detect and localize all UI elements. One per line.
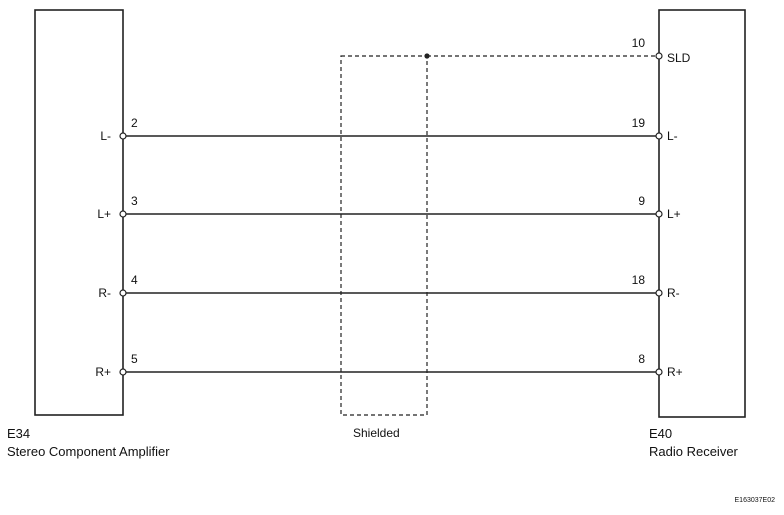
right-signal-label: L+ <box>667 207 681 221</box>
right-pin-number: 19 <box>632 116 646 130</box>
left-signal-label: R- <box>98 286 111 300</box>
wire-group: L- 2 19L- L+ 3 9L+ R- 4 18R- R+ 5 8R+ <box>95 116 682 379</box>
amplifier-box <box>34 9 124 416</box>
right-pin-terminal <box>655 210 663 218</box>
right-pin-number: 18 <box>632 273 646 287</box>
left-pin-number: 5 <box>131 352 138 366</box>
right-signal-label: R+ <box>667 365 683 379</box>
left-signal-label: L- <box>100 129 111 143</box>
shield-pin-terminal <box>655 52 663 60</box>
left-pin-terminal <box>119 210 127 218</box>
left-pin-terminal <box>119 289 127 297</box>
left-pin-number: 2 <box>131 116 138 130</box>
right-signal-label: R- <box>667 286 680 300</box>
left-pin-number: 3 <box>131 194 138 208</box>
left-pin-terminal <box>119 368 127 376</box>
left-component-code: E34 <box>7 426 30 441</box>
shield-pin-signal: SLD <box>667 51 691 65</box>
right-pin-number: 8 <box>638 352 645 366</box>
shield-label: Shielded <box>353 426 400 440</box>
right-pin-number: 9 <box>638 194 645 208</box>
right-pin-terminal <box>655 368 663 376</box>
right-pin-terminal <box>655 289 663 297</box>
figure-code: E163037E02 <box>735 497 776 504</box>
shield-junction-dot <box>424 53 430 59</box>
left-pin-number: 4 <box>131 273 138 287</box>
shield-pin-number: 10 <box>632 36 646 50</box>
shield-enclosure <box>340 55 428 416</box>
left-signal-label: R+ <box>95 365 111 379</box>
right-pin-terminal <box>655 132 663 140</box>
radio-receiver-box <box>658 9 746 418</box>
left-signal-label: L+ <box>97 207 111 221</box>
left-component-name: Stereo Component Amplifier <box>7 444 170 459</box>
right-component-name: Radio Receiver <box>649 444 739 459</box>
right-component-code: E40 <box>649 426 672 441</box>
right-signal-label: L- <box>667 129 678 143</box>
left-pin-terminal <box>119 132 127 140</box>
